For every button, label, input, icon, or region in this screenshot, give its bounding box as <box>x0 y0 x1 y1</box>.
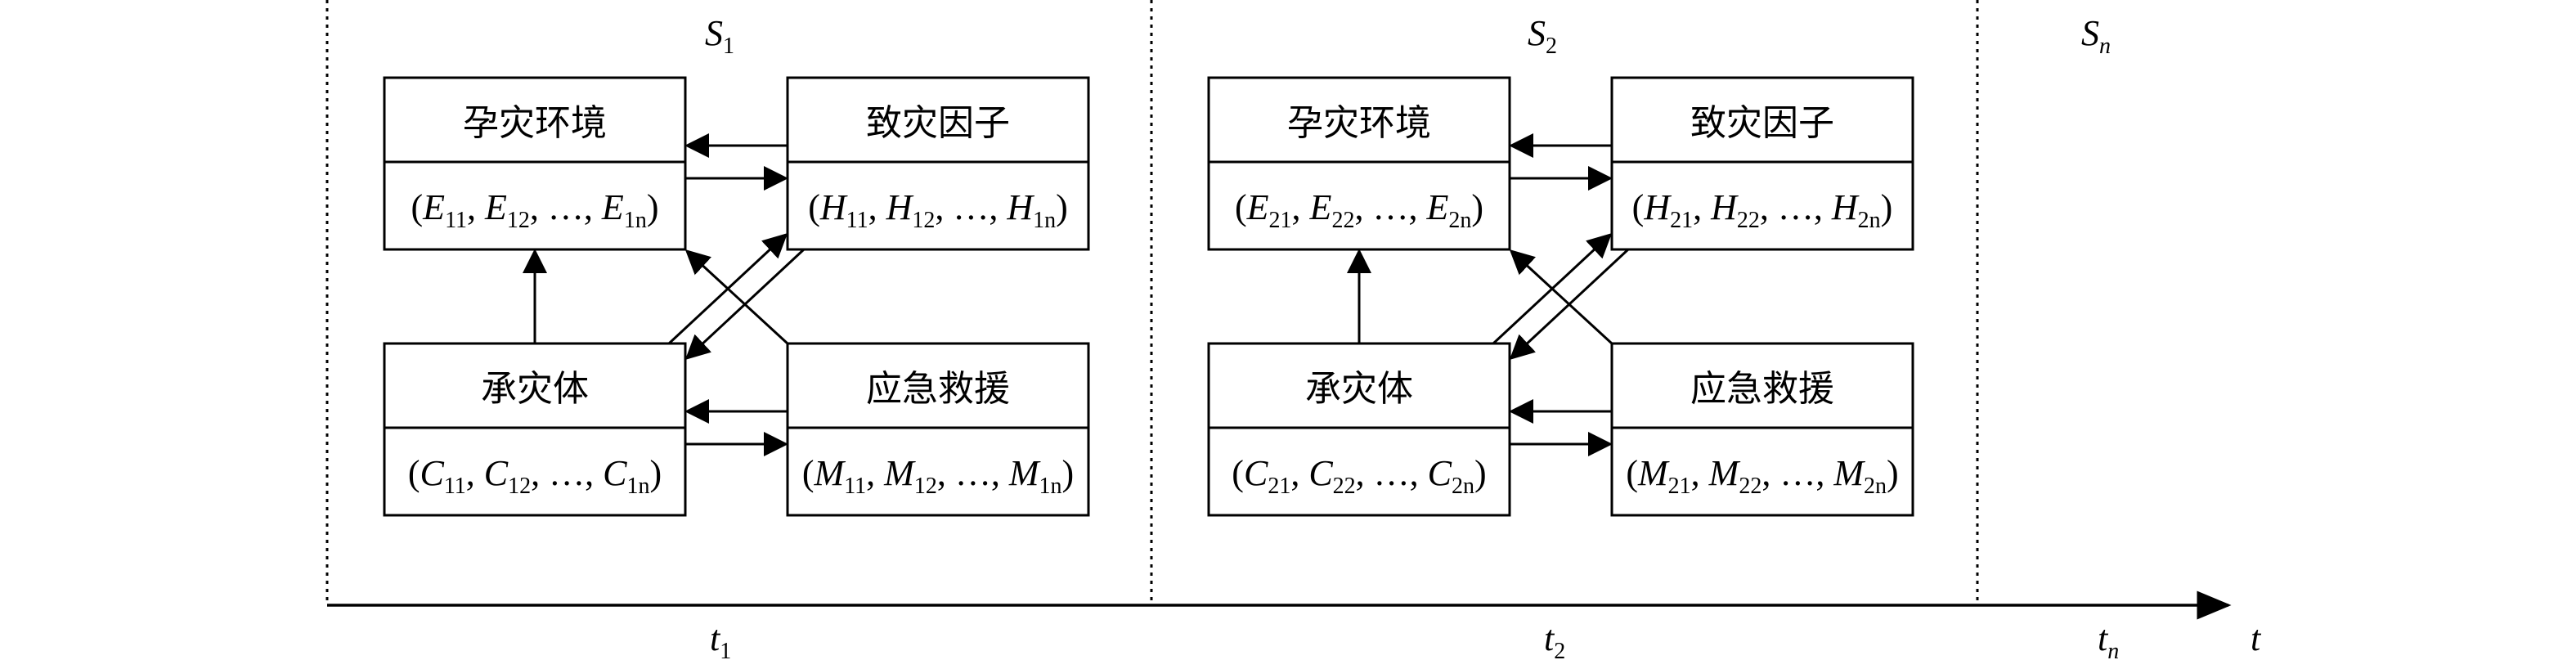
stage-label-s2: S2 <box>1528 13 1557 59</box>
stage-1-hazard-title: 致灾因子 <box>866 102 1010 144</box>
time-label-t2: t2 <box>1544 618 1565 664</box>
stage-label-sn: Sn <box>2081 13 2111 59</box>
stage-2-carrier-title: 承灾体 <box>1305 368 1413 410</box>
stage-1-environment-title: 孕灾环境 <box>463 102 607 144</box>
stage-1-rescue-title: 应急救援 <box>866 368 1010 410</box>
stage-2-hazard-title: 致灾因子 <box>1690 102 1834 144</box>
time-axis-label: t <box>2251 618 2262 658</box>
stage-2-rescue-vector: (M21, M22, …, M2n) <box>1626 453 1898 499</box>
stage-2-hazard-box: 致灾因子 (H21, H22, …, H2n) <box>1610 76 1914 251</box>
stage-2-carrier-vector: (C21, C22, …, C2n) <box>1232 453 1486 499</box>
stage-2-environment-title: 孕灾环境 <box>1287 102 1431 144</box>
stage-2-environment-vector: (E21, E22, …, E2n) <box>1235 187 1483 233</box>
time-label-tn: tn <box>2098 618 2119 664</box>
stage-1-group: 孕灾环境 (E11, E12, …, E1n) 致灾因子 (H11, H12, … <box>383 76 1090 517</box>
stage-1-rescue-box: 应急救援 (M11, M12, …, M1n) <box>786 342 1090 517</box>
stage-2-rescue-title: 应急救援 <box>1690 368 1834 410</box>
stage-2-rescue-box: 应急救援 (M21, M22, …, M2n) <box>1610 342 1914 517</box>
stage-2-carrier-box: 承灾体 (C21, C22, …, C2n) <box>1207 342 1511 517</box>
time-label-t1: t1 <box>710 618 731 664</box>
stage-1-environment-box: 孕灾环境 (E11, E12, …, E1n) <box>383 76 687 251</box>
stage-1-rescue-vector: (M11, M12, …, M1n) <box>802 453 1074 499</box>
stage-1-hazard-box: 致灾因子 (H11, H12, …, H1n) <box>786 76 1090 251</box>
stage-1-carrier-box: 承灾体 (C11, C12, …, C1n) <box>383 342 687 517</box>
stage-2-arrow-rescue-to-environment <box>1509 249 1613 345</box>
stage-2-group: 孕灾环境 (E21, E22, …, E2n) 致灾因子 (H21, H22, … <box>1207 76 1914 517</box>
stage-2-environment-box: 孕灾环境 (E21, E22, …, E2n) <box>1207 76 1511 251</box>
stage-1-carrier-vector: (C11, C12, …, C1n) <box>408 453 662 499</box>
stage-label-s1: S1 <box>705 13 734 59</box>
stage-2-hazard-vector: (H21, H22, …, H2n) <box>1632 187 1893 233</box>
stage-1-arrow-rescue-to-environment <box>684 249 789 345</box>
stage-1-carrier-title: 承灾体 <box>481 368 589 410</box>
